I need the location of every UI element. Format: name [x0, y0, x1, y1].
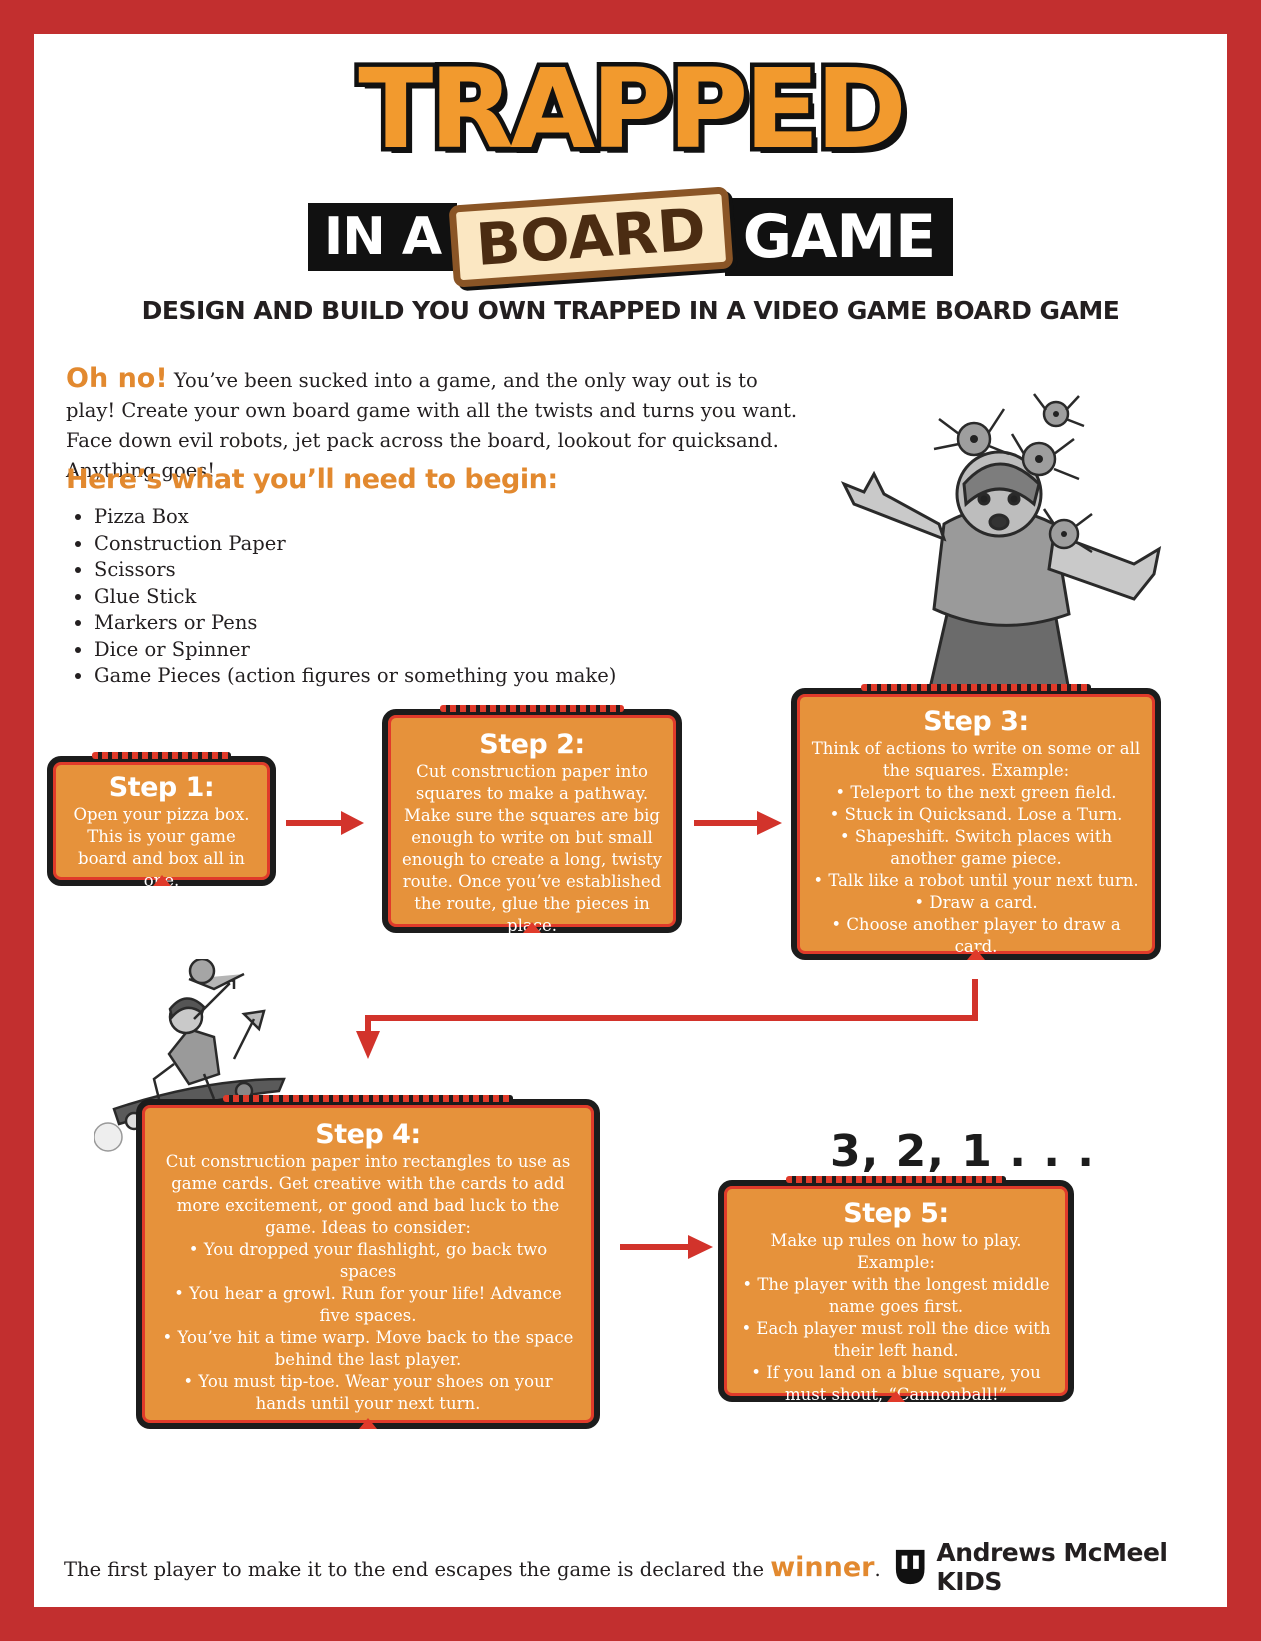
arrow-step4-to-step5 — [620, 1232, 715, 1262]
list-item: Shapeshift. Switch places with another g… — [811, 826, 1141, 870]
list-item: Choose another player to draw a card. — [811, 914, 1141, 958]
intro-lead: Oh no! — [66, 363, 168, 394]
boy-with-spider-robots-illustration — [840, 393, 1162, 721]
list-item: Stuck in Quicksand. Lose a Turn. — [811, 804, 1141, 826]
step-5-body: Make up rules on how to play. Example: — [770, 1231, 1022, 1272]
list-item: Construction Paper — [94, 531, 616, 558]
list-item: Game Pieces (action figures or something… — [94, 663, 616, 690]
step-5-title: Step 5: — [843, 1198, 949, 1229]
list-item: You’ve hit a time warp. Move back to the… — [158, 1327, 578, 1371]
supplies-heading: Here’s what you’ll need to begin: — [66, 464, 558, 495]
activity-sheet: TRAPPED IN A BOARD GAME DESIGN AND BUILD… — [34, 34, 1227, 1607]
list-item: Markers or Pens — [94, 610, 616, 637]
list-item: You hear a growl. Run for your life! Adv… — [158, 1283, 578, 1327]
arrow-step2-to-step3 — [694, 808, 784, 838]
logo-subtitle-row: IN A BOARD GAME — [34, 186, 1227, 288]
list-item: Glue Stick — [94, 584, 616, 611]
arrow-step3-to-step4 — [350, 979, 990, 1064]
card-indicator-icon — [967, 949, 985, 960]
step-1-body: Open your pizza box. This is your game b… — [73, 805, 250, 890]
step-2-title: Step 2: — [479, 729, 585, 760]
list-item: Dice or Spinner — [94, 637, 616, 664]
step-4-title: Step 4: — [315, 1119, 421, 1150]
step-5-list: The player with the longest middle name … — [736, 1274, 1056, 1406]
list-item: Talk like a robot until your next turn. — [811, 870, 1141, 892]
trapped-logo: TRAPPED IN A BOARD GAME — [34, 45, 1227, 288]
footer-end: . — [874, 1558, 881, 1581]
intro-paragraph: Oh no! You’ve been sucked into a game, a… — [66, 364, 806, 486]
publisher-brand: Andrews McMeel KIDS — [894, 1538, 1227, 1596]
card-indicator-icon — [523, 922, 541, 933]
intro-text: You’ve been sucked into a game, and the … — [66, 369, 798, 482]
step-3-list: Teleport to the next green field. Stuck … — [811, 782, 1141, 958]
step-1-title: Step 1: — [108, 772, 215, 803]
step-2-card: Step 2: Cut construction paper into squa… — [382, 705, 682, 935]
list-item: The player with the longest middle name … — [736, 1274, 1056, 1318]
list-item: Draw a card. — [811, 892, 1141, 914]
list-item: Teleport to the next green field. — [811, 782, 1141, 804]
brand-name: Andrews McMeel KIDS — [936, 1538, 1168, 1596]
card-indicator-icon — [359, 1418, 377, 1429]
step-2-body: Cut construction paper into squares to m… — [402, 762, 662, 935]
footer-winner: winner — [770, 1552, 875, 1583]
page-subtitle: DESIGN AND BUILD YOU OWN TRAPPED IN A VI… — [141, 296, 1120, 325]
list-item: Pizza Box — [94, 504, 616, 531]
logo-in-a: IN A — [307, 203, 458, 271]
step-5-card: Step 5: Make up rules on how to play. Ex… — [718, 1176, 1074, 1404]
card-indicator-icon — [152, 875, 171, 886]
logo-title-trapped: TRAPPED — [354, 45, 912, 173]
countdown-text: 3, 2, 1 . . . — [830, 1126, 1096, 1177]
step-4-card: Step 4: Cut construction paper into rect… — [136, 1095, 600, 1429]
list-item: Scissors — [94, 557, 616, 584]
step-4-body: Cut construction paper into rectangles t… — [165, 1152, 571, 1237]
list-item: You dropped your flashlight, go back two… — [158, 1239, 578, 1283]
logo-board-sign: BOARD — [448, 186, 734, 288]
step-1-card: Step 1: Open your pizza box. This is you… — [47, 752, 276, 890]
footer-text: The first player to make it to the end e… — [64, 1558, 771, 1581]
step-3-body: Think of actions to write on some or all… — [811, 739, 1141, 780]
footer-note: The first player to make it to the end e… — [64, 1552, 881, 1583]
step-3-card: Step 3: Think of actions to write on som… — [791, 684, 1161, 960]
logo-game: GAME — [724, 198, 954, 276]
card-indicator-icon — [887, 1391, 905, 1402]
supplies-list: Pizza Box Construction Paper Scissors Gl… — [74, 504, 616, 690]
list-item: You must tip-toe. Wear your shoes on you… — [158, 1371, 578, 1415]
arrow-step1-to-step2 — [286, 808, 366, 838]
step-3-title: Step 3: — [923, 706, 1029, 737]
list-item: Each player must roll the dice with thei… — [736, 1318, 1056, 1362]
step-4-list: You dropped your flashlight, go back two… — [158, 1239, 578, 1415]
andrews-mcmeel-logo-icon — [895, 1549, 925, 1585]
